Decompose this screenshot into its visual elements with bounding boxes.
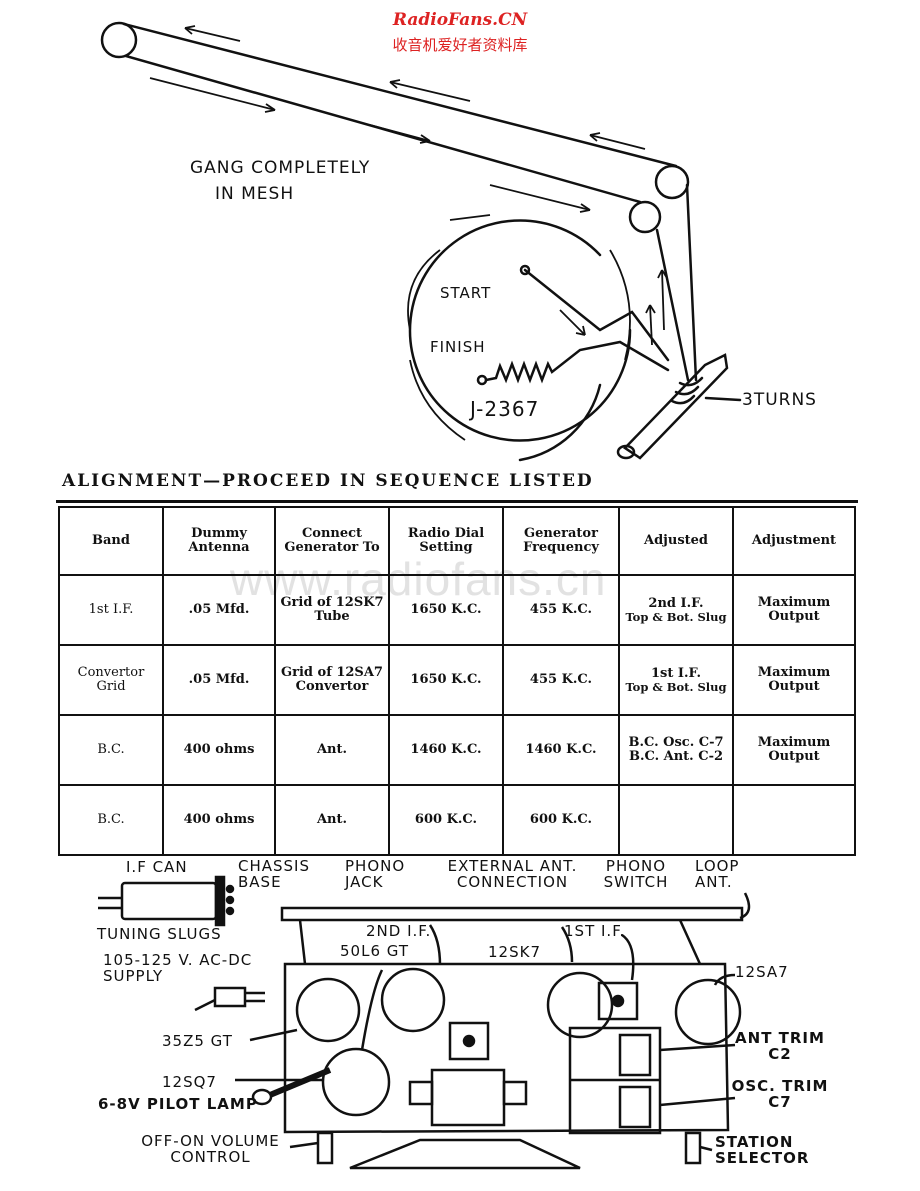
phono-jack-label: PHONO JACK [345,857,406,891]
watermark-site: RadioFans.CN [392,10,528,30]
cell-connect: Grid of 12SA7 Convertor [274,644,390,716]
station-selector-label: STATION SELECTOR [715,1133,810,1167]
volume-knob [316,1131,334,1165]
supply-label: 105-125 V. AC-DC SUPPLY [103,951,253,985]
cell-band: Convertor Grid [58,644,164,716]
cell-connect: Ant. [274,714,390,786]
tube-12sq7 [321,1047,391,1117]
pulley-right-top [654,164,690,200]
second-if-label: 2ND I.F. [366,922,432,940]
cell-band: 1st I.F. [58,574,164,646]
turns-label: 3TURNS [742,390,817,410]
cell-freq: 600 K.C. [502,784,620,856]
alignment-title: ALIGNMENT—PROCEED IN SEQUENCE LISTED [62,471,594,491]
cell-freq: 455 K.C. [502,574,620,646]
watermark-chinese: 收音机爱好者资料库 [392,36,528,54]
pilot-lamp-label: 6-8V PILOT LAMP [98,1095,258,1113]
station-knob [684,1131,702,1165]
top-plate [280,906,744,922]
cell-connect: Ant. [274,784,390,856]
cell-dummy: .05 Mfd. [162,644,276,716]
header-dummy-antenna: Dummy Antenna [162,506,276,576]
header-adjustment: Adjustment [732,506,856,576]
header-band: Band [58,506,164,576]
adjusted-main: B.C. Osc. C-7 [628,735,724,751]
volume-control-label: OFF-ON VOLUME CONTROL [141,1132,280,1166]
cell-adjusted: 1st I.F.Top & Bot. Slug [618,644,734,716]
cell-adjustment: Maximum Output [732,644,856,716]
tuning-slugs-label: TUNING SLUGS [97,925,222,943]
tube-50l6 [380,967,446,1033]
cell-adjustment [732,784,856,856]
phono-switch-label: PHONO SWITCH [603,857,669,891]
adjusted-sub: Top & Bot. Slug [625,679,727,694]
cell-freq: 455 K.C. [502,644,620,716]
second-if-can [448,1021,490,1061]
tube-35z5-label: 35Z5 GT [162,1032,233,1050]
cell-dial: 1460 K.C. [388,714,504,786]
cell-adjustment: Maximum Output [732,714,856,786]
first-if-label: 1ST I.F. [564,922,626,940]
header-adjusted: Adjusted [618,506,734,576]
table-row: 1st I.F. .05 Mfd. Grid of 12SK7 Tube 165… [58,574,856,646]
osc-trim-label: OSC. TRIM C7 [731,1077,829,1111]
tube-12sq7-label: 12SQ7 [162,1073,217,1091]
ant-trim-label: ANT TRIM C2 [735,1029,825,1063]
part-number-label: J-2367 [470,397,540,421]
cell-dummy: 400 ohms [162,714,276,786]
chassis-body [283,962,730,1134]
cell-dial: 600 K.C. [388,784,504,856]
cell-connect: Grid of 12SK7 Tube [274,574,390,646]
table-top-rule [56,500,858,503]
adjusted-sub: Top & Bot. Slug [625,609,727,624]
chassis-base-label: CHASSIS BASE [238,857,311,891]
tube-12sk7 [546,971,614,1039]
if-can-body [120,881,218,921]
cell-dial: 1650 K.C. [388,644,504,716]
dial-cord-diagram [100,21,742,462]
tube-35z5 [295,977,361,1043]
start-label: START [440,284,492,302]
power-plug [213,986,265,1008]
cell-adjusted [618,784,734,856]
adjusted-main: 1st I.F. [651,666,701,682]
cell-band: B.C. [58,784,164,856]
tube-12sa7-label: 12SA7 [735,963,789,981]
if-can-label: I.F CAN [126,858,188,876]
external-ant-label: EXTERNAL ANT. CONNECTION [447,857,578,891]
header-dial-setting: Radio Dial Setting [388,506,504,576]
loop-ant-label: LOOP ANT. [695,857,740,891]
pulley-left [100,21,138,59]
cell-dial: 1650 K.C. [388,574,504,646]
gang-label-line1: GANG COMPLETELY [190,158,371,178]
cell-dummy: 400 ohms [162,784,276,856]
gang-label-line2: IN MESH [215,184,295,204]
finish-label: FINISH [430,338,486,356]
adjusted-sub: B.C. Ant. C-2 [628,749,724,764]
table-row: Convertor Grid .05 Mfd. Grid of 12SA7 Co… [58,644,856,716]
tube-50l6-label: 50L6 GT [340,942,410,960]
cell-freq: 1460 K.C. [502,714,620,786]
tube-12sk7-label: 12SK7 [488,943,541,961]
cell-dummy: .05 Mfd. [162,574,276,646]
header-generator-frequency: Generator Frequency [502,506,620,576]
gang-capacitor [568,1026,662,1135]
first-if-can [597,981,639,1021]
table-header-row: Band Dummy Antenna Connect Generator To … [58,506,856,576]
cell-band: B.C. [58,714,164,786]
alignment-table: Band Dummy Antenna Connect Generator To … [58,506,856,856]
table-row: B.C. 400 ohms Ant. 600 K.C. 600 K.C. [58,784,856,856]
adjusted-main: 2nd I.F. [648,596,704,612]
cell-adjustment: Maximum Output [732,574,856,646]
header-connect-generator: Connect Generator To [274,506,390,576]
speaker-base [349,1138,581,1170]
pulley-right-bottom [628,200,662,234]
cell-adjusted: 2nd I.F.Top & Bot. Slug [618,574,734,646]
output-transformer [430,1068,506,1127]
table-row: B.C. 400 ohms Ant. 1460 K.C. 1460 K.C. B… [58,714,856,786]
